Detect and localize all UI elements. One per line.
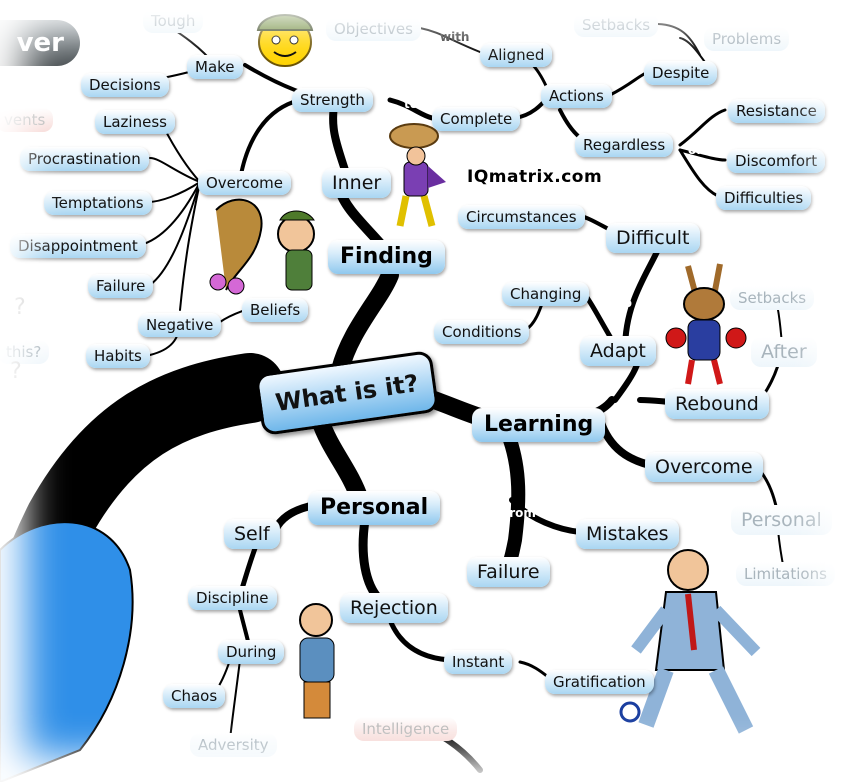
node-self: Self	[224, 519, 280, 549]
node-changing: Changing	[502, 282, 590, 306]
fragment-this: this?	[0, 340, 50, 364]
node-finding: Finding	[328, 240, 445, 274]
node-during: During	[218, 640, 285, 664]
fragment-question: ?	[10, 359, 22, 384]
superhero-with-bread-icon	[389, 123, 446, 227]
monster-and-man-icon	[209, 198, 315, 295]
node-rejection: Rejection	[340, 593, 448, 623]
node-objectives: Objectives	[326, 17, 421, 41]
node-mistakes: Mistakes	[576, 519, 679, 549]
boxer-rabbit-icon	[665, 263, 747, 385]
node-difficult: Difficult	[606, 223, 700, 253]
node-make: Make	[187, 55, 243, 79]
node-actions: Actions	[541, 84, 612, 108]
node-learning: Learning	[472, 408, 606, 442]
node-complete: Complete	[432, 107, 521, 131]
node-setbacks-right: Setbacks	[730, 286, 815, 310]
node-conditions: Conditions	[434, 320, 530, 344]
node-despite: Despite	[644, 61, 718, 85]
logo-badge: ver	[0, 20, 80, 66]
node-habits: Habits	[86, 344, 150, 368]
businessman-ball-icon	[619, 549, 761, 734]
node-beliefs: Beliefs	[242, 298, 309, 322]
node-overcome-left: Overcome	[198, 171, 292, 195]
node-disappointment: Disappointment	[10, 234, 146, 258]
connector-from: from	[504, 506, 536, 520]
node-personal: Personal	[308, 491, 441, 525]
connector-of: of	[398, 652, 412, 666]
node-circumstances: Circumstances	[458, 205, 585, 229]
node-adversity: Adversity	[190, 733, 277, 757]
node-strength: Strength	[292, 88, 373, 112]
node-intelligence: Intelligence	[354, 717, 458, 741]
node-after: After	[751, 337, 817, 367]
node-difficulties: Difficulties	[716, 186, 812, 210]
army-smiley-icon	[256, 14, 314, 67]
connector-to: to	[404, 97, 418, 111]
node-personal-right: Personal	[731, 505, 832, 535]
node-discipline: Discipline	[188, 586, 277, 610]
fragment-events: vents	[0, 108, 54, 132]
node-inner: Inner	[322, 168, 392, 198]
fragment-question: ?	[14, 295, 26, 320]
connector-with: with	[440, 30, 470, 44]
node-resistance: Resistance	[728, 99, 825, 123]
node-decisions: Decisions	[81, 73, 169, 97]
node-overcome-right: Overcome	[645, 452, 763, 482]
node-procrastination: Procrastination	[20, 147, 149, 171]
arm-sleeve-icon	[0, 521, 134, 782]
node-temptations: Temptations	[44, 191, 152, 215]
node-problems: Problems	[704, 27, 790, 51]
node-regardless: Regardless	[575, 133, 674, 157]
node-setbacks-top: Setbacks	[574, 13, 659, 37]
node-gratification: Gratification	[545, 670, 654, 694]
node-rebound: Rebound	[665, 389, 769, 419]
node-adapt: Adapt	[580, 336, 656, 366]
connector-to: to	[609, 416, 623, 430]
node-negative: Negative	[138, 313, 222, 337]
worried-man-icon	[299, 603, 335, 719]
node-chaos: Chaos	[163, 684, 226, 708]
node-limitations: Limitations	[736, 562, 835, 586]
node-discomfort: Discomfort	[727, 149, 826, 173]
node-tough: Tough	[143, 9, 204, 33]
brand-watermark: IQmatrix.com	[463, 166, 607, 188]
node-failure-left: Failure	[88, 274, 154, 298]
node-laziness: Laziness	[95, 110, 175, 134]
connector-to: to	[618, 296, 632, 310]
node-aligned: Aligned	[480, 43, 553, 67]
connector-to: to	[262, 82, 276, 96]
node-failure-bottom: Failure	[467, 557, 550, 587]
node-instant: Instant	[444, 650, 513, 674]
connector-of: of	[688, 143, 702, 157]
